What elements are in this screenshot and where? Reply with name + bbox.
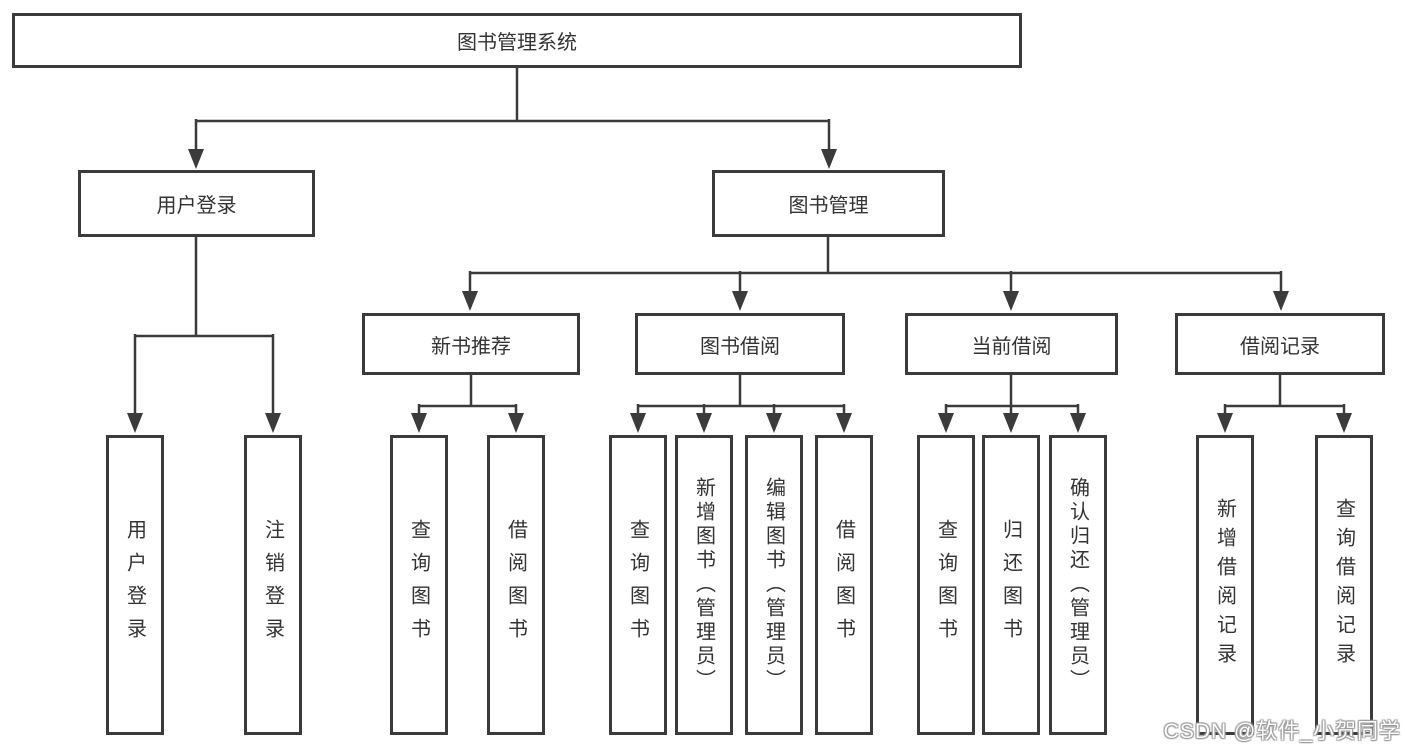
arrow-down-icon: [1273, 291, 1289, 311]
node-label: 查询图书: [626, 519, 649, 651]
node-label: 查询借阅记录: [1332, 498, 1355, 672]
node-label: 用户登录: [123, 519, 146, 651]
node-label: 图书借阅: [700, 335, 780, 358]
leaf-borrow-books: 借阅图书: [815, 435, 873, 735]
leaf-logout: 注销登录: [244, 435, 302, 735]
node-label: 归还图书: [999, 519, 1022, 651]
leaf-user-login: 用户登录: [106, 435, 164, 735]
connector-root-to-level2: [194, 68, 831, 150]
node-label: 借阅图书: [504, 519, 527, 651]
leaf-return-books: 归还图书: [982, 435, 1040, 735]
node-user-login: 用户登录: [78, 170, 315, 237]
arrow-down-icon: [1217, 413, 1233, 433]
node-new-book-recommendation: 新书推荐: [362, 313, 580, 375]
leaf-query-borrow-record: 查询借阅记录: [1315, 435, 1373, 735]
node-label: 用户登录: [156, 195, 237, 217]
node-current-borrowing: 当前借阅: [905, 313, 1118, 375]
arrow-down-icon: [1003, 291, 1019, 311]
leaf-query-books-recommend: 查询图书: [390, 435, 448, 735]
leaf-add-books-admin: 新增图书（管理员）: [675, 435, 733, 735]
node-label: 当前借阅: [971, 335, 1052, 358]
node-label: 图书管理系统: [457, 32, 577, 54]
arrow-down-icon: [821, 149, 837, 169]
connector-userlogin-to-leaves: [133, 237, 275, 415]
arrow-down-icon: [766, 413, 782, 433]
connector-newbook-to-leaves: [417, 375, 518, 416]
connector-currentborrow-to-leaves: [944, 375, 1080, 416]
connector-bookmgmt-to-level3: [468, 237, 1283, 293]
arrow-down-icon: [938, 413, 954, 433]
node-label: 新增图书（管理员）: [692, 477, 715, 693]
arrow-down-icon: [462, 291, 478, 311]
arrow-down-icon: [696, 413, 712, 433]
node-label: 图书管理: [788, 195, 869, 217]
leaf-confirm-return-admin: 确认归还（管理员）: [1049, 435, 1107, 735]
node-label: 查询图书: [407, 519, 430, 651]
connector-paths: [133, 68, 1346, 416]
arrow-down-icon: [836, 413, 852, 433]
node-book-management: 图书管理: [712, 170, 945, 237]
node-label: 注销登录: [261, 519, 284, 651]
arrow-down-icon: [630, 413, 646, 433]
leaf-borrow-books-recommend: 借阅图书: [487, 435, 545, 735]
node-label: 编辑图书（管理员）: [762, 477, 785, 693]
node-label: 借阅图书: [832, 519, 855, 651]
leaf-add-borrow-record: 新增借阅记录: [1196, 435, 1254, 735]
arrow-down-icon: [732, 291, 748, 311]
node-label: 确认归还（管理员）: [1066, 477, 1089, 693]
leaf-query-books-borrow: 查询图书: [609, 435, 667, 735]
arrow-down-icon: [1003, 413, 1019, 433]
arrow-down-icon: [188, 149, 204, 169]
node-label: 借阅记录: [1240, 335, 1320, 358]
connector-records-to-leaves: [1223, 375, 1346, 416]
arrow-down-icon: [1070, 413, 1086, 433]
leaf-query-books-current: 查询图书: [917, 435, 975, 735]
arrow-down-icon: [127, 413, 143, 433]
arrow-down-icon: [265, 413, 281, 433]
node-label: 新增借阅记录: [1213, 498, 1236, 672]
arrowheads: [127, 149, 1352, 433]
node-label: 查询图书: [934, 519, 957, 651]
node-library-management-system: 图书管理系统: [12, 13, 1022, 68]
arrow-down-icon: [1336, 413, 1352, 433]
node-label: 新书推荐: [431, 335, 511, 358]
node-book-borrowing: 图书借阅: [635, 313, 845, 375]
arrow-down-icon: [508, 413, 524, 433]
connector-bookborrow-to-leaves: [636, 375, 846, 416]
arrow-down-icon: [411, 413, 427, 433]
leaf-edit-books-admin: 编辑图书（管理员）: [745, 435, 803, 735]
node-borrowing-records: 借阅记录: [1175, 313, 1385, 375]
csdn-watermark: CSDN @软件_小贺同学: [1163, 720, 1401, 743]
